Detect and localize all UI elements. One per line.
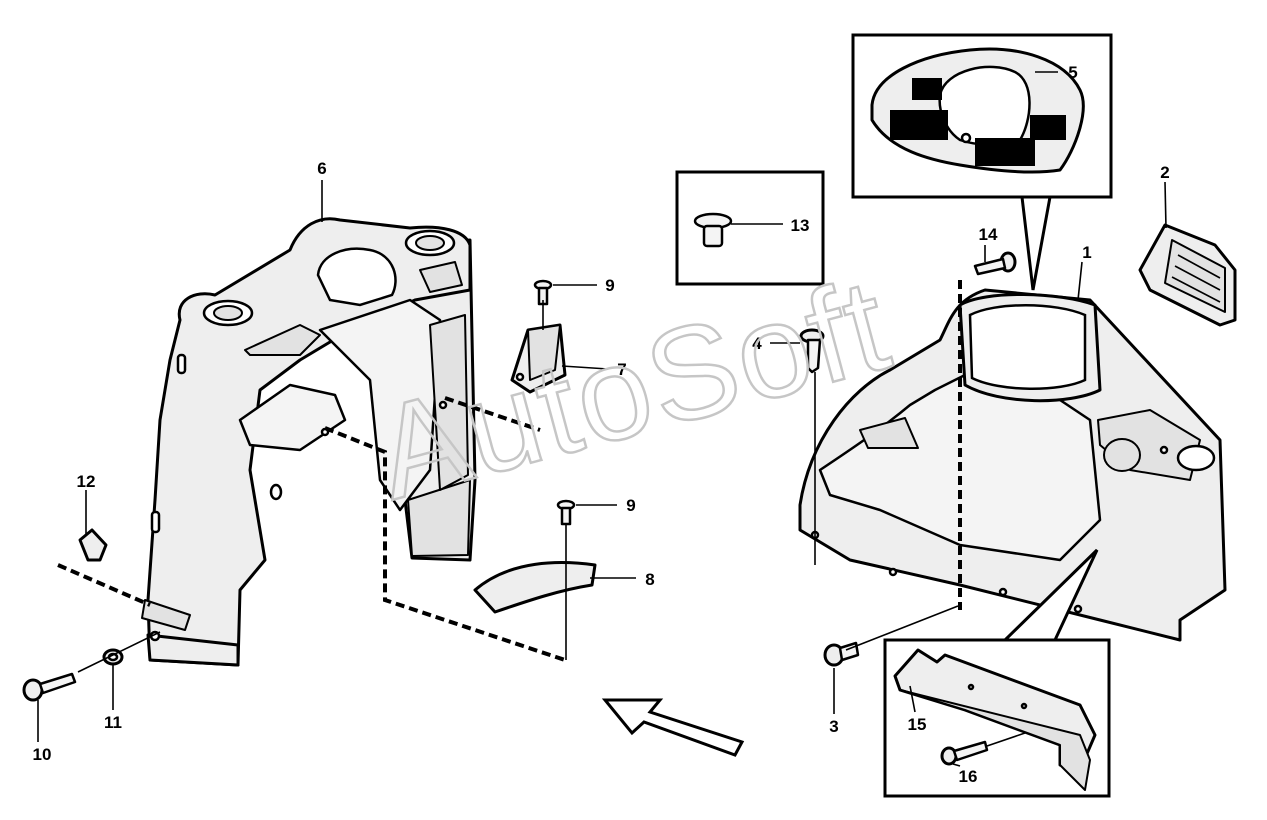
callout-9-upper: 9	[605, 276, 614, 295]
callout-7: 7	[617, 360, 626, 379]
callout-14: 14	[979, 225, 998, 244]
inset-frame-13	[675, 170, 825, 286]
callout-5: 5	[1068, 63, 1077, 82]
assembly-lines-right	[814, 280, 962, 651]
callout-8: 8	[645, 570, 654, 589]
callout-9-lower: 9	[626, 496, 635, 515]
callout-11: 11	[104, 713, 122, 732]
clip-4	[799, 328, 825, 374]
screw-14	[973, 251, 1017, 276]
callout-1: 1	[1082, 243, 1091, 262]
part-5-bezel	[870, 47, 1085, 174]
inset-pointer-5	[1020, 195, 1052, 291]
clip-3	[823, 641, 860, 667]
callout-12: 12	[77, 472, 96, 491]
callout-4: 4	[752, 334, 762, 353]
direction-arrow	[601, 698, 745, 757]
part-1-instrument-housing	[798, 288, 1227, 642]
assembly-lines-left	[57, 300, 567, 673]
callout-13: 13	[791, 216, 810, 235]
callout-3: 3	[829, 717, 838, 736]
clip-12	[78, 528, 108, 562]
screw-16	[940, 740, 989, 766]
part-2-grille	[1138, 223, 1237, 327]
callout-leaders	[37, 180, 1167, 767]
callout-2: 2	[1160, 163, 1169, 182]
callout-15: 15	[908, 715, 927, 734]
bolt-10	[22, 672, 77, 702]
part-15-trim-panel	[893, 648, 1097, 791]
part-8-trim-strip	[473, 561, 597, 614]
screw-9-lower	[556, 499, 576, 526]
callout-16: 16	[959, 767, 978, 786]
part-7-bracket	[510, 323, 567, 394]
clip-13	[693, 212, 733, 248]
screw-9-upper	[533, 279, 553, 306]
vent-slots-right	[975, 115, 1066, 166]
callout-labels: 1 2 3 4 5 6 7 8 9 9 10 11 12 13 14 15 16	[33, 63, 1170, 786]
callout-6: 6	[317, 159, 326, 178]
part-6-console-housing	[141, 217, 477, 667]
vent-slots-left	[890, 78, 948, 140]
callout-10: 10	[33, 745, 52, 764]
